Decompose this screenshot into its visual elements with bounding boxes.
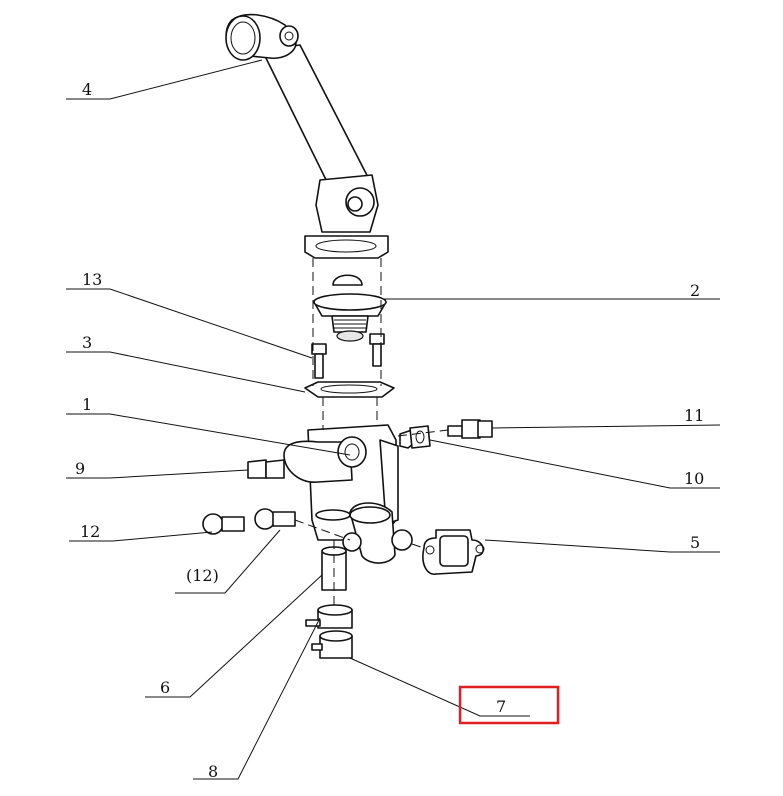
part-4-elbow-pipe xyxy=(225,13,389,259)
callout-1: 1 xyxy=(82,395,92,414)
part-2-thermostat xyxy=(313,274,387,342)
part-12-bolts xyxy=(202,508,296,535)
callout-12-alt: (12) xyxy=(186,566,219,585)
callout-2: 2 xyxy=(690,281,700,300)
callout-6: 6 xyxy=(160,678,170,697)
part-5-flange-fitting xyxy=(342,502,485,575)
callout-8: 8 xyxy=(208,762,218,781)
leader-lines xyxy=(66,59,721,780)
callout-labels: 4 13 2 3 1 11 9 10 12 (12) 5 6 7 8 xyxy=(75,80,704,781)
callout-5: 5 xyxy=(690,533,700,552)
callout-4: 4 xyxy=(82,80,92,99)
callout-11: 11 xyxy=(684,406,704,425)
part-3-gasket xyxy=(304,381,395,398)
callout-10: 10 xyxy=(684,469,704,488)
part-10-plug xyxy=(399,425,431,449)
callout-9: 9 xyxy=(75,459,85,478)
part-7-clamp xyxy=(311,630,353,659)
callout-3: 3 xyxy=(82,333,92,352)
part-11-sensor xyxy=(447,419,493,439)
part-8-clamp xyxy=(305,604,353,629)
part-13-bolts xyxy=(311,333,385,379)
callout-13: 13 xyxy=(82,270,102,289)
highlight-box xyxy=(458,685,560,725)
callout-7: 7 xyxy=(496,697,506,716)
callout-12: 12 xyxy=(80,522,100,541)
part-9-plug xyxy=(247,459,285,479)
assembly-centerlines xyxy=(294,258,449,610)
